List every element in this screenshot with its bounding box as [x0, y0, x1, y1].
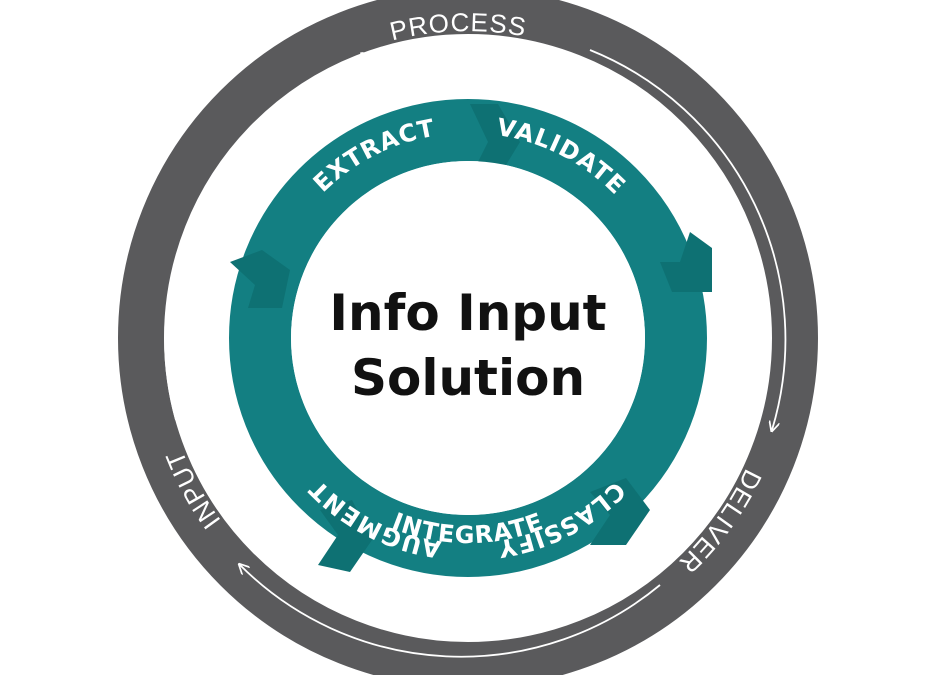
- separator-classify-extract: [230, 250, 290, 308]
- separator-integrate-classify: [318, 500, 372, 572]
- separator-validate-augment: [660, 232, 712, 292]
- outer-arrow-deliver: [589, 49, 787, 430]
- outer-line-left: [164, 284, 177, 421]
- outer-arrow-input: [240, 565, 661, 658]
- separator-extract-validate: [470, 104, 520, 178]
- center-title-line1: Info Input: [329, 284, 606, 342]
- separator-augment-integrate: [590, 478, 650, 545]
- inner-ring: [229, 99, 707, 577]
- center-circle: [291, 161, 645, 515]
- outer-ring: [118, 0, 818, 675]
- center-title-line2: Solution: [351, 349, 585, 407]
- stage-separators: [230, 104, 712, 572]
- outer-arrow-process: [199, 55, 370, 209]
